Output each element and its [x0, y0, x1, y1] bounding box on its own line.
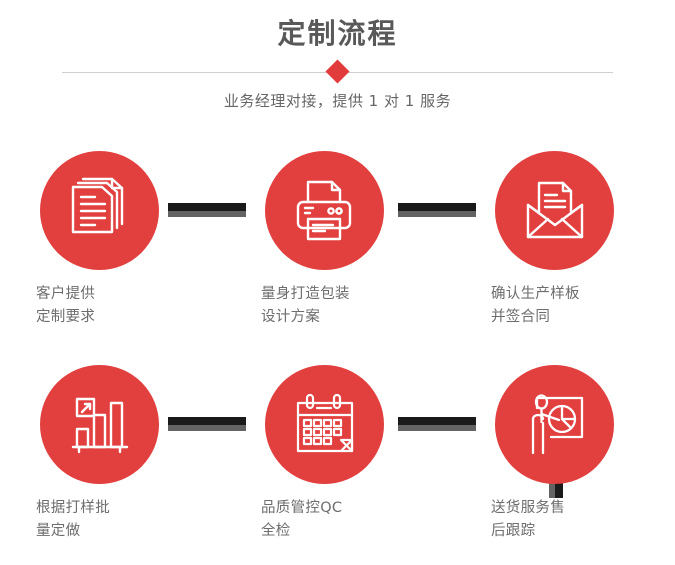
diamond-marker-icon: [325, 59, 350, 84]
bar-chart-growth-icon: [71, 397, 128, 453]
flow-step-3[interactable]: 确认生产样板 并签合同: [465, 151, 645, 351]
envelope-document-icon: [526, 181, 583, 238]
flow-step-2-label-line1: 量身打造包装: [261, 286, 350, 302]
connector-bar-gray: [398, 211, 476, 217]
flow-step-2[interactable]: 量身打造包装 设计方案: [235, 151, 415, 351]
flow-step-6-label-line1: 送货服务售: [491, 500, 565, 516]
flow-step-3-circle: [495, 151, 614, 270]
title-divider: [0, 59, 675, 84]
flow-step-6[interactable]: 送货服务售 后跟踪: [465, 365, 645, 565]
flow-step-3-label-line1: 确认生产样板: [491, 286, 580, 302]
flow-step-2-label-line2: 设计方案: [261, 309, 321, 325]
connector-bar-dark: [398, 203, 476, 211]
process-flow-diagram: 客户提供 定制要求: [0, 125, 675, 550]
flow-step-6-label: 送货服务售 后跟踪: [465, 497, 645, 543]
connector-step4-step5: [168, 417, 246, 431]
flow-step-4-label: 根据打样批 量定做: [10, 497, 190, 543]
flow-step-1-circle: [40, 151, 159, 270]
flow-step-5-label-line1: 品质管控QC: [261, 500, 343, 516]
page-title: 定制流程: [277, 17, 398, 50]
printer-icon: [296, 180, 351, 240]
page-subtitle: 业务经理对接，提供 1 对 1 服务: [223, 92, 452, 110]
connector-bar-dark: [398, 417, 476, 425]
flow-step-1-label-line1: 客户提供: [36, 286, 96, 302]
flow-step-4[interactable]: 根据打样批 量定做: [10, 365, 190, 565]
connector-bar-gray: [168, 425, 246, 431]
flow-step-1-label: 客户提供 定制要求: [10, 283, 190, 329]
flow-step-2-circle: [265, 151, 384, 270]
flow-step-5-circle: [265, 365, 384, 484]
flow-step-6-label-line2: 后跟踪: [491, 523, 536, 539]
connector-step5-step6: [398, 417, 476, 431]
connector-step2-step3: [398, 203, 476, 217]
flow-row-top: 客户提供 定制要求: [0, 151, 675, 351]
connector-bar-dark: [168, 417, 246, 425]
flow-step-6-circle: [495, 365, 614, 484]
calendar-icon: [296, 393, 353, 452]
flow-step-1[interactable]: 客户提供 定制要求: [10, 151, 190, 351]
flow-row-bottom: 根据打样批 量定做: [0, 365, 675, 565]
flow-step-4-label-line2: 量定做: [36, 523, 81, 539]
flow-step-2-label: 量身打造包装 设计方案: [235, 283, 415, 329]
flow-step-3-label-line2: 并签合同: [491, 309, 551, 325]
flow-step-4-label-line1: 根据打样批: [36, 500, 110, 516]
presenter-pie-chart-icon: [531, 393, 583, 454]
flow-step-5-label-line2: 全检: [261, 523, 291, 539]
flow-step-5[interactable]: 品质管控QC 全检: [235, 365, 415, 565]
connector-step1-step2: [168, 203, 246, 217]
flow-step-3-label: 确认生产样板 并签合同: [465, 283, 645, 329]
flow-step-4-circle: [40, 365, 159, 484]
flow-step-5-label: 品质管控QC 全检: [235, 497, 415, 543]
connector-bar-gray: [398, 425, 476, 431]
page-header: 定制流程 业务经理对接，提供 1 对 1 服务: [0, 0, 675, 125]
connector-bar-dark: [168, 203, 246, 211]
flow-step-1-label-line2: 定制要求: [36, 309, 96, 325]
connector-bar-gray: [168, 211, 246, 217]
documents-stack-icon: [71, 177, 123, 233]
